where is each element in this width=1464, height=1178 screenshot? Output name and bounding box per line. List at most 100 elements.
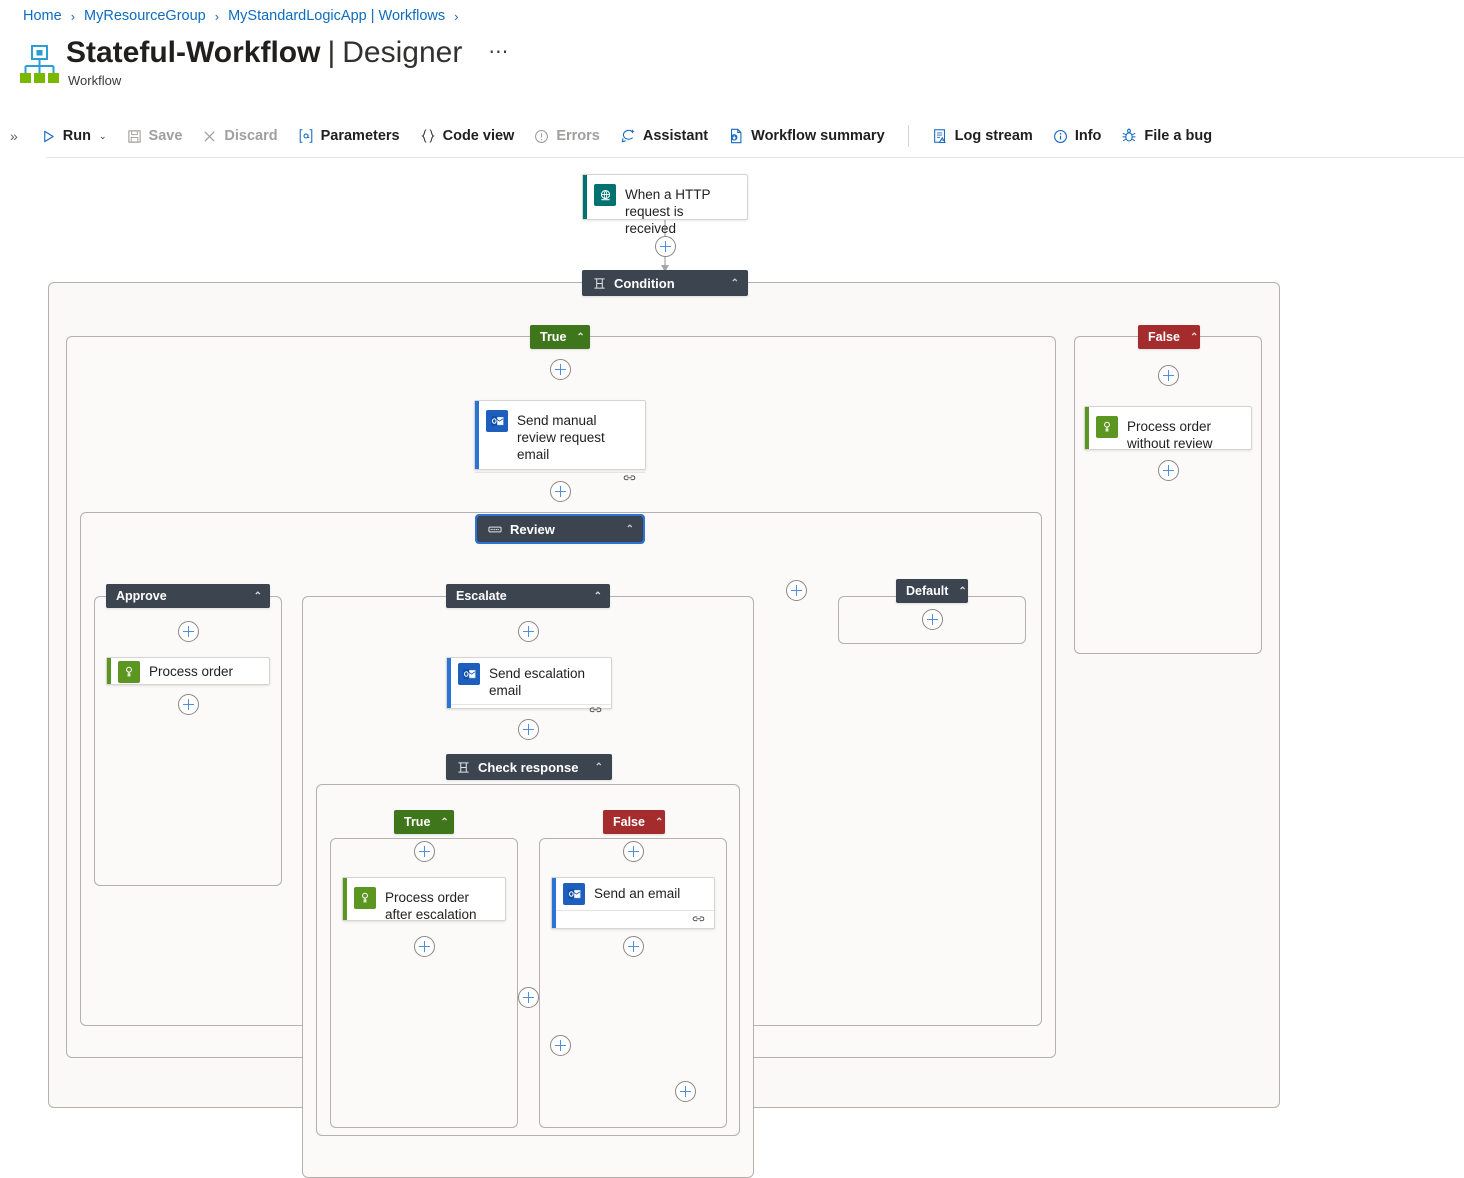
breadcrumb-separator: › (214, 8, 220, 24)
page-header: Stateful-Workflow | Designer ⋯ Workflow (18, 36, 509, 90)
error-circle-icon (534, 129, 549, 144)
action-accent-bar (107, 658, 111, 684)
trigger-node-when-http-request-received[interactable]: When a HTTP request is received (582, 174, 748, 236)
add-step-approve-top-button[interactable] (178, 621, 199, 642)
assistant-button[interactable]: Assistant (611, 124, 717, 148)
chevron-up-icon: ⌃ (440, 816, 449, 828)
action-label: Process order without review (1127, 419, 1213, 451)
add-step-default-button[interactable] (922, 609, 943, 630)
discard-button[interactable]: Discard (193, 124, 286, 148)
workflow-hierarchy-icon (18, 42, 62, 90)
run-label: Run (62, 128, 91, 144)
page-title-separator: | (327, 36, 336, 69)
log-stream-label: Log stream (954, 128, 1033, 144)
outlook-icon (563, 883, 585, 905)
check-response-true-case-header[interactable]: True ⌃ (394, 810, 454, 834)
action-process-order-after-escalation[interactable]: Process order after escalation (342, 877, 506, 922)
condition-node[interactable]: Condition ⌃ (582, 270, 748, 296)
condition-label: Condition (614, 275, 675, 291)
breadcrumb-item-home[interactable]: Home (23, 8, 62, 24)
add-step-nested-false-top-button[interactable] (623, 841, 644, 862)
info-button[interactable]: Info (1044, 124, 1111, 148)
link-chain-icon[interactable] (692, 914, 705, 926)
case-escalate-label: Escalate (456, 589, 507, 603)
condition-false-label: False (1148, 330, 1180, 344)
curly-braces-icon (420, 128, 436, 144)
toolbar-divider (907, 125, 909, 147)
action-label: Process order (149, 664, 234, 679)
save-button[interactable]: Save (118, 124, 192, 148)
action-send-an-email[interactable]: Send an email (551, 877, 715, 929)
action-label: Send an email (594, 886, 681, 901)
add-case-button[interactable] (786, 580, 807, 601)
approve-case-scope (94, 596, 282, 886)
chevron-up-icon: ⌃ (1189, 331, 1199, 343)
add-step-review-scope-bottom-button[interactable] (550, 1035, 571, 1056)
action-accent-bar (1085, 407, 1089, 449)
action-footer (475, 472, 645, 485)
assistant-label: Assistant (642, 128, 709, 144)
code-view-label: Code view (442, 128, 515, 144)
add-step-nested-true-top-button[interactable] (414, 841, 435, 862)
action-footer (447, 704, 611, 717)
errors-button[interactable]: Errors (525, 124, 609, 148)
run-button[interactable]: Run ⌄ (32, 124, 116, 148)
workflow-designer-canvas[interactable]: When a HTTP request is received Conditio… (0, 160, 1464, 1178)
action-send-escalation-email[interactable]: Send escalation email (446, 657, 612, 713)
add-step-after-trigger-button[interactable] (655, 236, 676, 257)
add-step-nested-true-bottom-button[interactable] (414, 936, 435, 957)
document-download-icon (728, 128, 744, 144)
case-default-header[interactable]: Default ⌃ (896, 579, 968, 603)
add-step-true-branch-before-review-button[interactable] (550, 481, 571, 502)
chevron-up-icon: ⌃ (253, 590, 262, 602)
save-label: Save (148, 128, 183, 144)
code-view-button[interactable]: Code view (411, 124, 524, 148)
breadcrumb-item-resource-group[interactable]: MyResourceGroup (84, 8, 206, 24)
breadcrumb-item-logic-app[interactable]: MyStandardLogicApp | Workflows (228, 8, 446, 24)
add-step-false-branch-bottom-button[interactable] (1158, 460, 1179, 481)
case-escalate-header[interactable]: Escalate ⌃ (446, 584, 610, 608)
chevron-up-icon: ⌃ (576, 331, 585, 343)
chevron-up-icon: ⌃ (958, 585, 967, 597)
add-step-escalate-bottom-button[interactable] (518, 987, 539, 1008)
more-options-button[interactable]: ⋯ (488, 41, 510, 63)
breadcrumb: Home › MyResourceGroup › MyStandardLogic… (22, 6, 466, 26)
link-chain-icon[interactable] (589, 705, 602, 717)
action-footer (552, 910, 714, 928)
add-step-workflow-end-button[interactable] (675, 1081, 696, 1102)
add-step-approve-bottom-button[interactable] (178, 694, 199, 715)
add-step-escalate-top-button[interactable] (518, 621, 539, 642)
parameters-label: Parameters (320, 128, 400, 144)
condition-true-case-header[interactable]: True ⌃ (530, 325, 590, 349)
page-title-view: Designer (342, 36, 463, 69)
workflow-summary-button[interactable]: Workflow summary (719, 124, 894, 148)
add-step-false-branch-top-button[interactable] (1158, 365, 1179, 386)
check-response-false-case-header[interactable]: False ⌃ (603, 810, 665, 834)
at-bracket-icon (298, 128, 314, 144)
switch-node-review[interactable]: Review ⌃ (475, 514, 645, 544)
parameters-button[interactable]: Parameters (289, 124, 409, 148)
info-label: Info (1074, 128, 1102, 144)
page-subtitle: Workflow (68, 73, 122, 88)
page-title-name: Stateful-Workflow (66, 36, 321, 69)
add-step-before-check-response-button[interactable] (518, 719, 539, 740)
condition-node-check-response[interactable]: Check response ⌃ (446, 754, 612, 780)
file-a-bug-button[interactable]: File a bug (1112, 124, 1221, 148)
action-label: Send manual review request email (517, 413, 605, 462)
action-process-order-without-review[interactable]: Process order without review (1084, 406, 1252, 451)
action-process-order[interactable]: Process order (106, 657, 270, 685)
bug-icon (1121, 128, 1137, 144)
add-step-true-branch-top-button[interactable] (550, 359, 571, 380)
breadcrumb-separator: › (70, 8, 76, 24)
case-approve-header[interactable]: Approve ⌃ (106, 584, 270, 608)
check-response-true-label: True (404, 815, 431, 829)
log-stream-button[interactable]: Log stream (923, 124, 1042, 148)
chevron-up-icon: ⌃ (654, 816, 664, 828)
chevron-up-icon: ⌃ (593, 590, 602, 602)
action-send-manual-review-request-email[interactable]: Send manual review request email (474, 400, 646, 481)
condition-label: Check response (478, 759, 579, 775)
link-chain-icon[interactable] (623, 473, 636, 485)
condition-false-case-header[interactable]: False ⌃ (1138, 325, 1200, 349)
add-step-nested-false-bottom-button[interactable] (623, 936, 644, 957)
expand-chevrons-icon[interactable]: » (10, 128, 18, 144)
